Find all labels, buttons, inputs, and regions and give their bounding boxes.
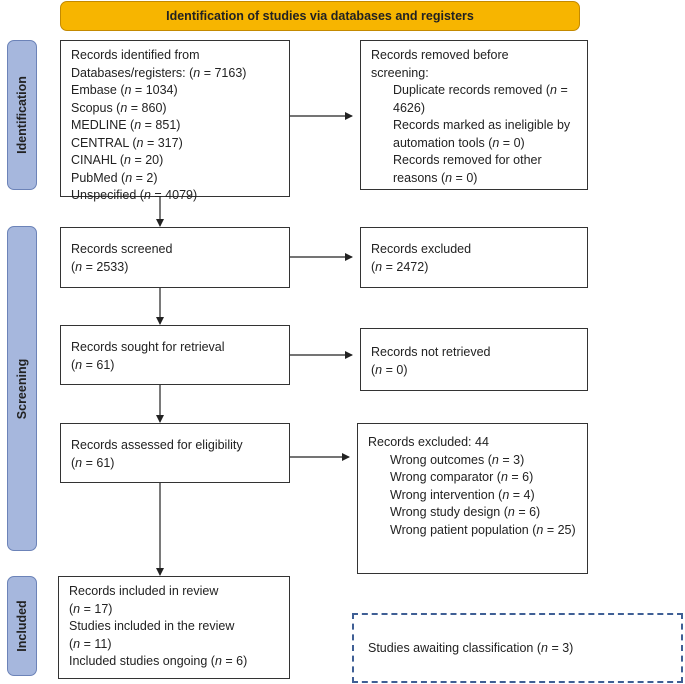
- records-not-retrieved-box: Records not retrieved (n = 0): [360, 328, 588, 391]
- included-studies-count: (n = 11): [69, 636, 112, 651]
- removed-ineligible: Records marked as ineligible by automati…: [393, 118, 571, 150]
- records-excluded-reasons-box: Records excluded: 44 Wrong outcomes (n =…: [357, 423, 588, 574]
- sought-count: (n = 61): [71, 357, 115, 372]
- excluded1-count: (n = 2472): [371, 259, 429, 274]
- header-title: Identification of studies via databases …: [166, 9, 474, 23]
- included-ongoing: Included studies ongoing (n = 6): [69, 654, 248, 668]
- source-central: CENTRAL (n = 317): [71, 135, 183, 150]
- phase-included: Included: [7, 576, 37, 676]
- identified-total: Databases/registers: (n = 7163): [71, 65, 247, 80]
- screened-label: Records screened: [71, 242, 173, 256]
- included-records-label: Records included in review: [69, 584, 219, 598]
- screened-count: (n = 2533): [71, 259, 129, 274]
- source-unspecified: Unspecified (n = 4079): [71, 188, 198, 202]
- source-medline: MEDLINE (n = 851): [71, 118, 181, 132]
- assessed-label: Records assessed for eligibility: [71, 438, 243, 452]
- awaiting-label: Studies awaiting classification (n = 3): [368, 641, 574, 655]
- included-records-count: (n = 17): [69, 601, 113, 616]
- source-embase: Embase (n = 1034): [71, 83, 178, 97]
- records-removed-box: Records removed before screening: Duplic…: [360, 40, 588, 190]
- not-retrieved-label: Records not retrieved: [371, 345, 491, 359]
- records-screened-box: Records screened (n = 2533): [60, 227, 290, 288]
- reason-intervention: Wrong intervention (n = 4): [390, 487, 535, 502]
- reason-patient-population: Wrong patient population (n = 25): [390, 522, 576, 537]
- phase-screening: Screening: [7, 226, 37, 551]
- reason-study-design: Wrong study design (n = 6): [390, 505, 541, 519]
- source-scopus: Scopus (n = 860): [71, 100, 167, 115]
- identified-title: Records identified from: [71, 48, 200, 62]
- records-excluded-box: Records excluded (n = 2472): [360, 227, 588, 288]
- phase-identification: Identification: [7, 40, 37, 190]
- sought-label: Records sought for retrieval: [71, 340, 225, 354]
- records-identified-box: Records identified from Databases/regist…: [60, 40, 290, 202]
- excluded1-label: Records excluded: [371, 242, 472, 256]
- header-banner: Identification of studies via databases …: [60, 1, 580, 31]
- included-box: Records included in review (n = 17) Stud…: [58, 576, 290, 679]
- removed-duplicates: Duplicate records removed (n = 4626): [393, 83, 568, 115]
- included-studies-label: Studies included in the review: [69, 619, 235, 633]
- reason-comparator: Wrong comparator (n = 6): [390, 470, 534, 484]
- source-cinahl: CINAHL (n = 20): [71, 153, 164, 167]
- reason-outcomes: Wrong outcomes (n = 3): [390, 452, 525, 467]
- source-pubmed: PubMed (n = 2): [71, 170, 158, 185]
- not-retrieved-count: (n = 0): [371, 362, 408, 377]
- records-sought-box: Records sought for retrieval (n = 61): [60, 325, 290, 385]
- removed-other: Records removed for other reasons (n = 0…: [393, 153, 542, 185]
- assessed-count: (n = 61): [71, 455, 115, 470]
- awaiting-classification-box: Studies awaiting classification (n = 3): [352, 613, 683, 683]
- removed-title: Records removed before screening:: [371, 48, 509, 80]
- excluded2-title: Records excluded: 44: [368, 435, 489, 449]
- records-assessed-box: Records assessed for eligibility (n = 61…: [60, 423, 290, 483]
